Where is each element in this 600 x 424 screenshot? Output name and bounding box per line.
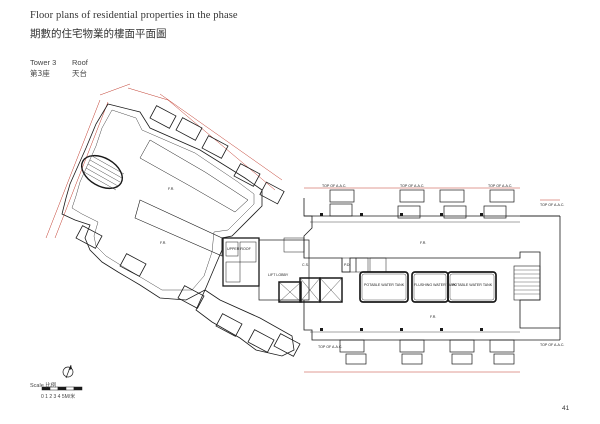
label-flushing-water: FLUSHING WATER TANK xyxy=(414,283,457,287)
label-flat-roof-right: F.R. xyxy=(420,241,426,245)
floor-label-zh: 天台 xyxy=(72,69,87,78)
page-title-zh: 期數的住宅物業的樓面平面圖 xyxy=(30,28,167,40)
page-number: 41 xyxy=(562,405,570,412)
right-wing xyxy=(303,187,561,373)
label-upper-roof: UPPER ROOF xyxy=(227,247,252,251)
label-top-aac-2: TOP OF A.A.C. xyxy=(400,184,424,188)
label-flat-roof-left: F.R. xyxy=(168,187,174,191)
label-potable-water-2: POTABLE WATER TANK xyxy=(452,283,493,287)
label-top-aac-3: TOP OF A.A.C. xyxy=(488,184,512,188)
floor-label-en: Roof xyxy=(72,58,88,67)
label-p-d: P.D. xyxy=(344,263,351,267)
label-top-aac-4: TOP OF A.A.C. xyxy=(540,203,564,207)
north-arrow-icon xyxy=(62,364,74,379)
label-flat-roof-lower: F.R. xyxy=(160,241,166,245)
right-dimension-lines xyxy=(304,187,560,373)
left-wing xyxy=(45,83,301,357)
label-top-aac-6: TOP OF A.A.C. xyxy=(318,345,342,349)
scale-bar xyxy=(41,386,83,391)
label-c-s: C.S. xyxy=(302,263,309,267)
label-top-aac-1: TOP OF A.A.C. xyxy=(322,184,346,188)
central-core xyxy=(222,237,343,303)
label-top-aac-5: TOP OF A.A.C. xyxy=(540,343,564,347)
page-title-en: Floor plans of residential properties in… xyxy=(30,10,238,21)
label-lift-lobby: LIFT LOBBY xyxy=(268,273,289,277)
tower-label-en: Tower 3 xyxy=(30,58,57,67)
scale-label: Scale 比例 xyxy=(30,383,57,389)
label-potable-water: POTABLE WATER TANK xyxy=(364,283,405,287)
label-flat-roof-right-lower: F.R. xyxy=(430,315,436,319)
dimension-lines xyxy=(45,83,283,239)
plan-labels: F.R. F.R. F.R. F.R. TOP OF A.A.C. TOP OF… xyxy=(160,184,564,349)
tower-label-zh: 第3座 xyxy=(30,69,50,78)
scale-tick-labels: 0 1 2 3 4 5M/米 xyxy=(41,394,76,400)
